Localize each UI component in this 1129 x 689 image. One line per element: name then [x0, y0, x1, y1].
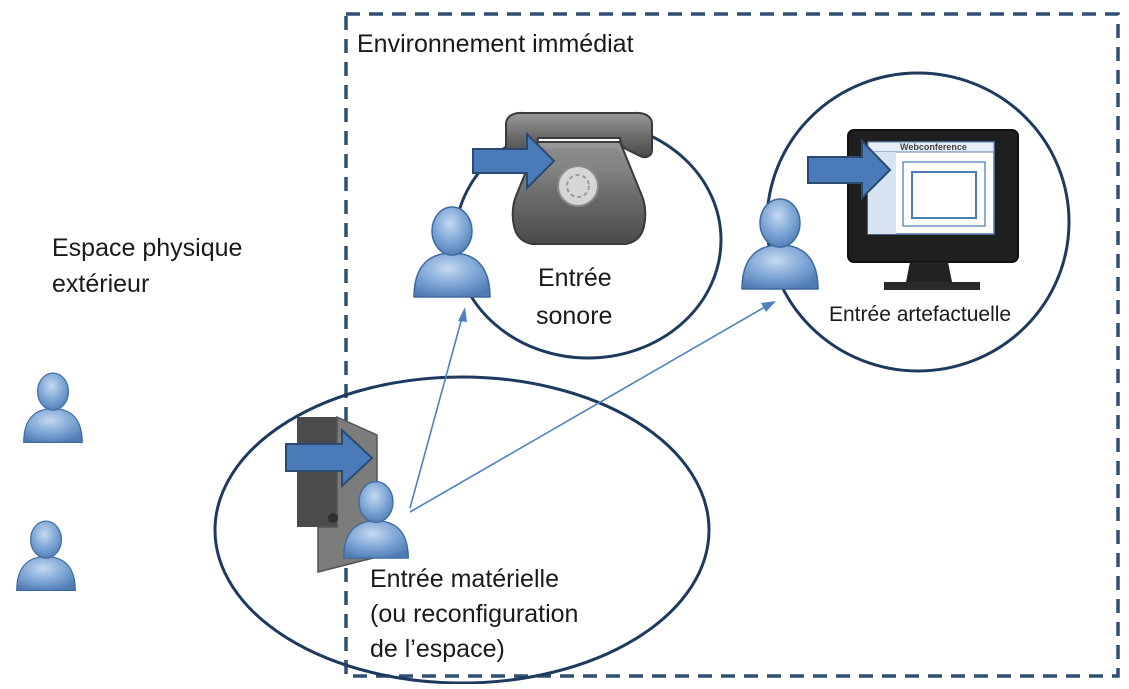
sonore-block-arrow [472, 131, 556, 191]
materielle-label-line3: de l’espace) [370, 635, 505, 663]
outside-label-line2: extérieur [52, 270, 150, 298]
person-icon-outside-2 [16, 520, 76, 592]
artefactuelle-block-arrow [807, 138, 892, 201]
materielle-label-line1: Entrée matérielle [370, 565, 559, 593]
environment-boundary [344, 12, 1120, 678]
person-icon-outside-1 [23, 372, 83, 444]
telephone-icon [505, 111, 653, 245]
webconference-title: Webconference [900, 142, 967, 152]
artefactuelle-label: Entrée artefactuelle [829, 303, 1012, 326]
environment-label: Environnement immédiat [357, 30, 634, 58]
connector-to-artefactuelle [409, 301, 776, 513]
sonore-label-line1: Entrée [538, 264, 612, 292]
person-icon-artefactuelle [741, 198, 819, 290]
sonore-label-line2: sonore [536, 302, 613, 330]
outside-label-line1: Espace physique [52, 234, 243, 262]
materielle-label-line2: (ou reconfiguration [370, 600, 579, 628]
person-icon-sonore [413, 206, 491, 298]
materielle-block-arrow [285, 427, 374, 489]
materielle-entry-ellipse [213, 375, 711, 685]
connector-to-sonore [409, 307, 467, 509]
